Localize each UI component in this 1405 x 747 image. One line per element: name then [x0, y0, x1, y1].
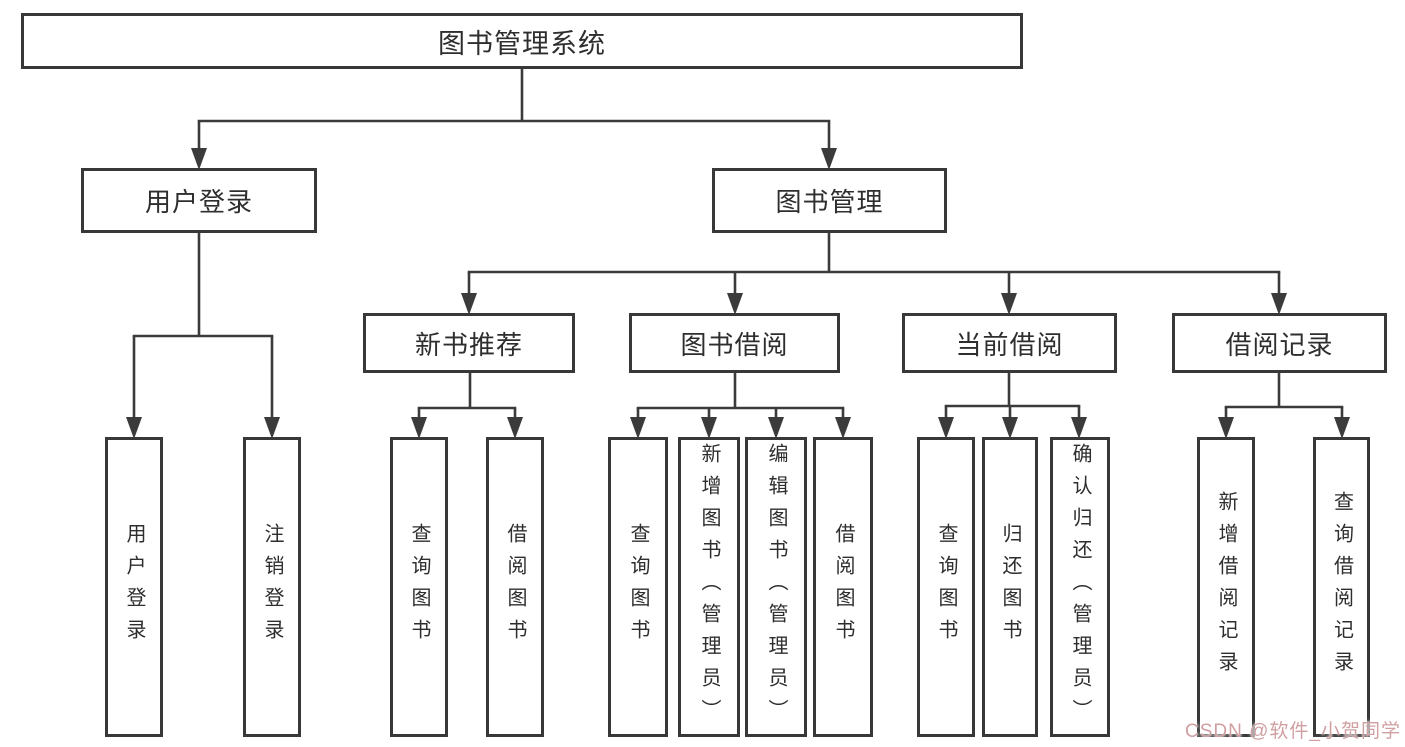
csdn-watermark: CSDN @软件_小贺同学 — [1185, 721, 1401, 742]
leaf-query-book-current-label: 查询图书 — [935, 523, 957, 651]
node-new-book-recommend: 新书推荐 — [363, 313, 575, 373]
arrow-down-icon — [1271, 293, 1287, 315]
leaf-confirm-return-admin: 确认归还（管理员） — [1050, 437, 1110, 737]
leaf-query-book-recommend: 查询图书 — [390, 437, 448, 737]
leaf-query-book-recommend-label: 查询图书 — [408, 523, 430, 651]
leaf-borrow-book-label: 借阅图书 — [832, 523, 854, 651]
node-book-mgmt-label: 图书管理 — [775, 187, 884, 217]
arrow-down-icon — [191, 148, 207, 170]
node-current-borrow-label: 当前借阅 — [955, 329, 1064, 360]
arrow-down-icon — [835, 417, 851, 439]
leaf-return-book-label: 归还图书 — [999, 523, 1021, 651]
leaf-edit-book-admin: 编辑图书（管理员） — [745, 437, 807, 737]
leaf-add-borrow-record: 新增借阅记录 — [1197, 437, 1255, 737]
arrow-down-icon — [768, 417, 784, 439]
node-root: 图书管理系统 — [21, 13, 1023, 69]
node-user-login-label: 用户登录 — [144, 187, 253, 217]
leaf-query-borrow-record-label: 查询借阅记录 — [1330, 491, 1353, 683]
node-current-borrow: 当前借阅 — [902, 313, 1117, 373]
leaf-add-borrow-record-label: 新增借阅记录 — [1215, 491, 1237, 683]
leaf-logout-label: 注销登录 — [261, 523, 283, 651]
arrow-down-icon — [461, 293, 477, 315]
leaf-query-book-current: 查询图书 — [917, 437, 975, 737]
arrow-down-icon — [126, 417, 142, 439]
leaf-confirm-return-admin-label: 确认归还（管理员） — [1069, 443, 1091, 731]
arrow-down-icon — [938, 417, 954, 439]
arrow-down-icon — [507, 417, 523, 439]
node-user-login: 用户登录 — [81, 168, 317, 233]
leaf-borrow-book-recommend: 借阅图书 — [486, 437, 544, 737]
leaf-return-book: 归还图书 — [982, 437, 1038, 737]
leaf-query-book-borrow: 查询图书 — [608, 437, 668, 737]
node-borrow-records-label: 借阅记录 — [1225, 329, 1334, 360]
leaf-borrow-book-recommend-label: 借阅图书 — [504, 523, 526, 651]
node-root-label: 图书管理系统 — [438, 28, 606, 59]
arrow-down-icon — [821, 148, 837, 170]
node-book-borrow-label: 图书借阅 — [680, 329, 789, 360]
leaf-user-login-label: 用户登录 — [123, 523, 145, 651]
node-borrow-records: 借阅记录 — [1172, 313, 1387, 373]
leaf-query-borrow-record: 查询借阅记录 — [1313, 437, 1370, 737]
arrow-down-icon — [1218, 417, 1234, 439]
leaf-add-book-admin: 新增图书（管理员） — [678, 437, 740, 737]
node-new-book-recommend-label: 新书推荐 — [414, 329, 523, 360]
node-book-borrow: 图书借阅 — [629, 313, 840, 373]
arrow-down-icon — [1001, 293, 1017, 315]
leaf-add-book-admin-label: 新增图书（管理员） — [698, 443, 720, 731]
arrow-down-icon — [264, 417, 280, 439]
arrow-down-icon — [1334, 417, 1350, 439]
arrow-down-icon — [630, 417, 646, 439]
node-book-mgmt: 图书管理 — [712, 168, 947, 233]
arrow-down-icon — [1002, 417, 1018, 439]
leaf-borrow-book: 借阅图书 — [813, 437, 873, 737]
arrow-down-icon — [1071, 417, 1087, 439]
arrow-down-icon — [701, 417, 717, 439]
arrow-down-icon — [727, 293, 743, 315]
leaf-logout: 注销登录 — [243, 437, 301, 737]
arrow-down-icon — [411, 417, 427, 439]
leaf-user-login: 用户登录 — [105, 437, 163, 737]
leaf-query-book-borrow-label: 查询图书 — [627, 523, 649, 651]
leaf-edit-book-admin-label: 编辑图书（管理员） — [765, 443, 787, 731]
